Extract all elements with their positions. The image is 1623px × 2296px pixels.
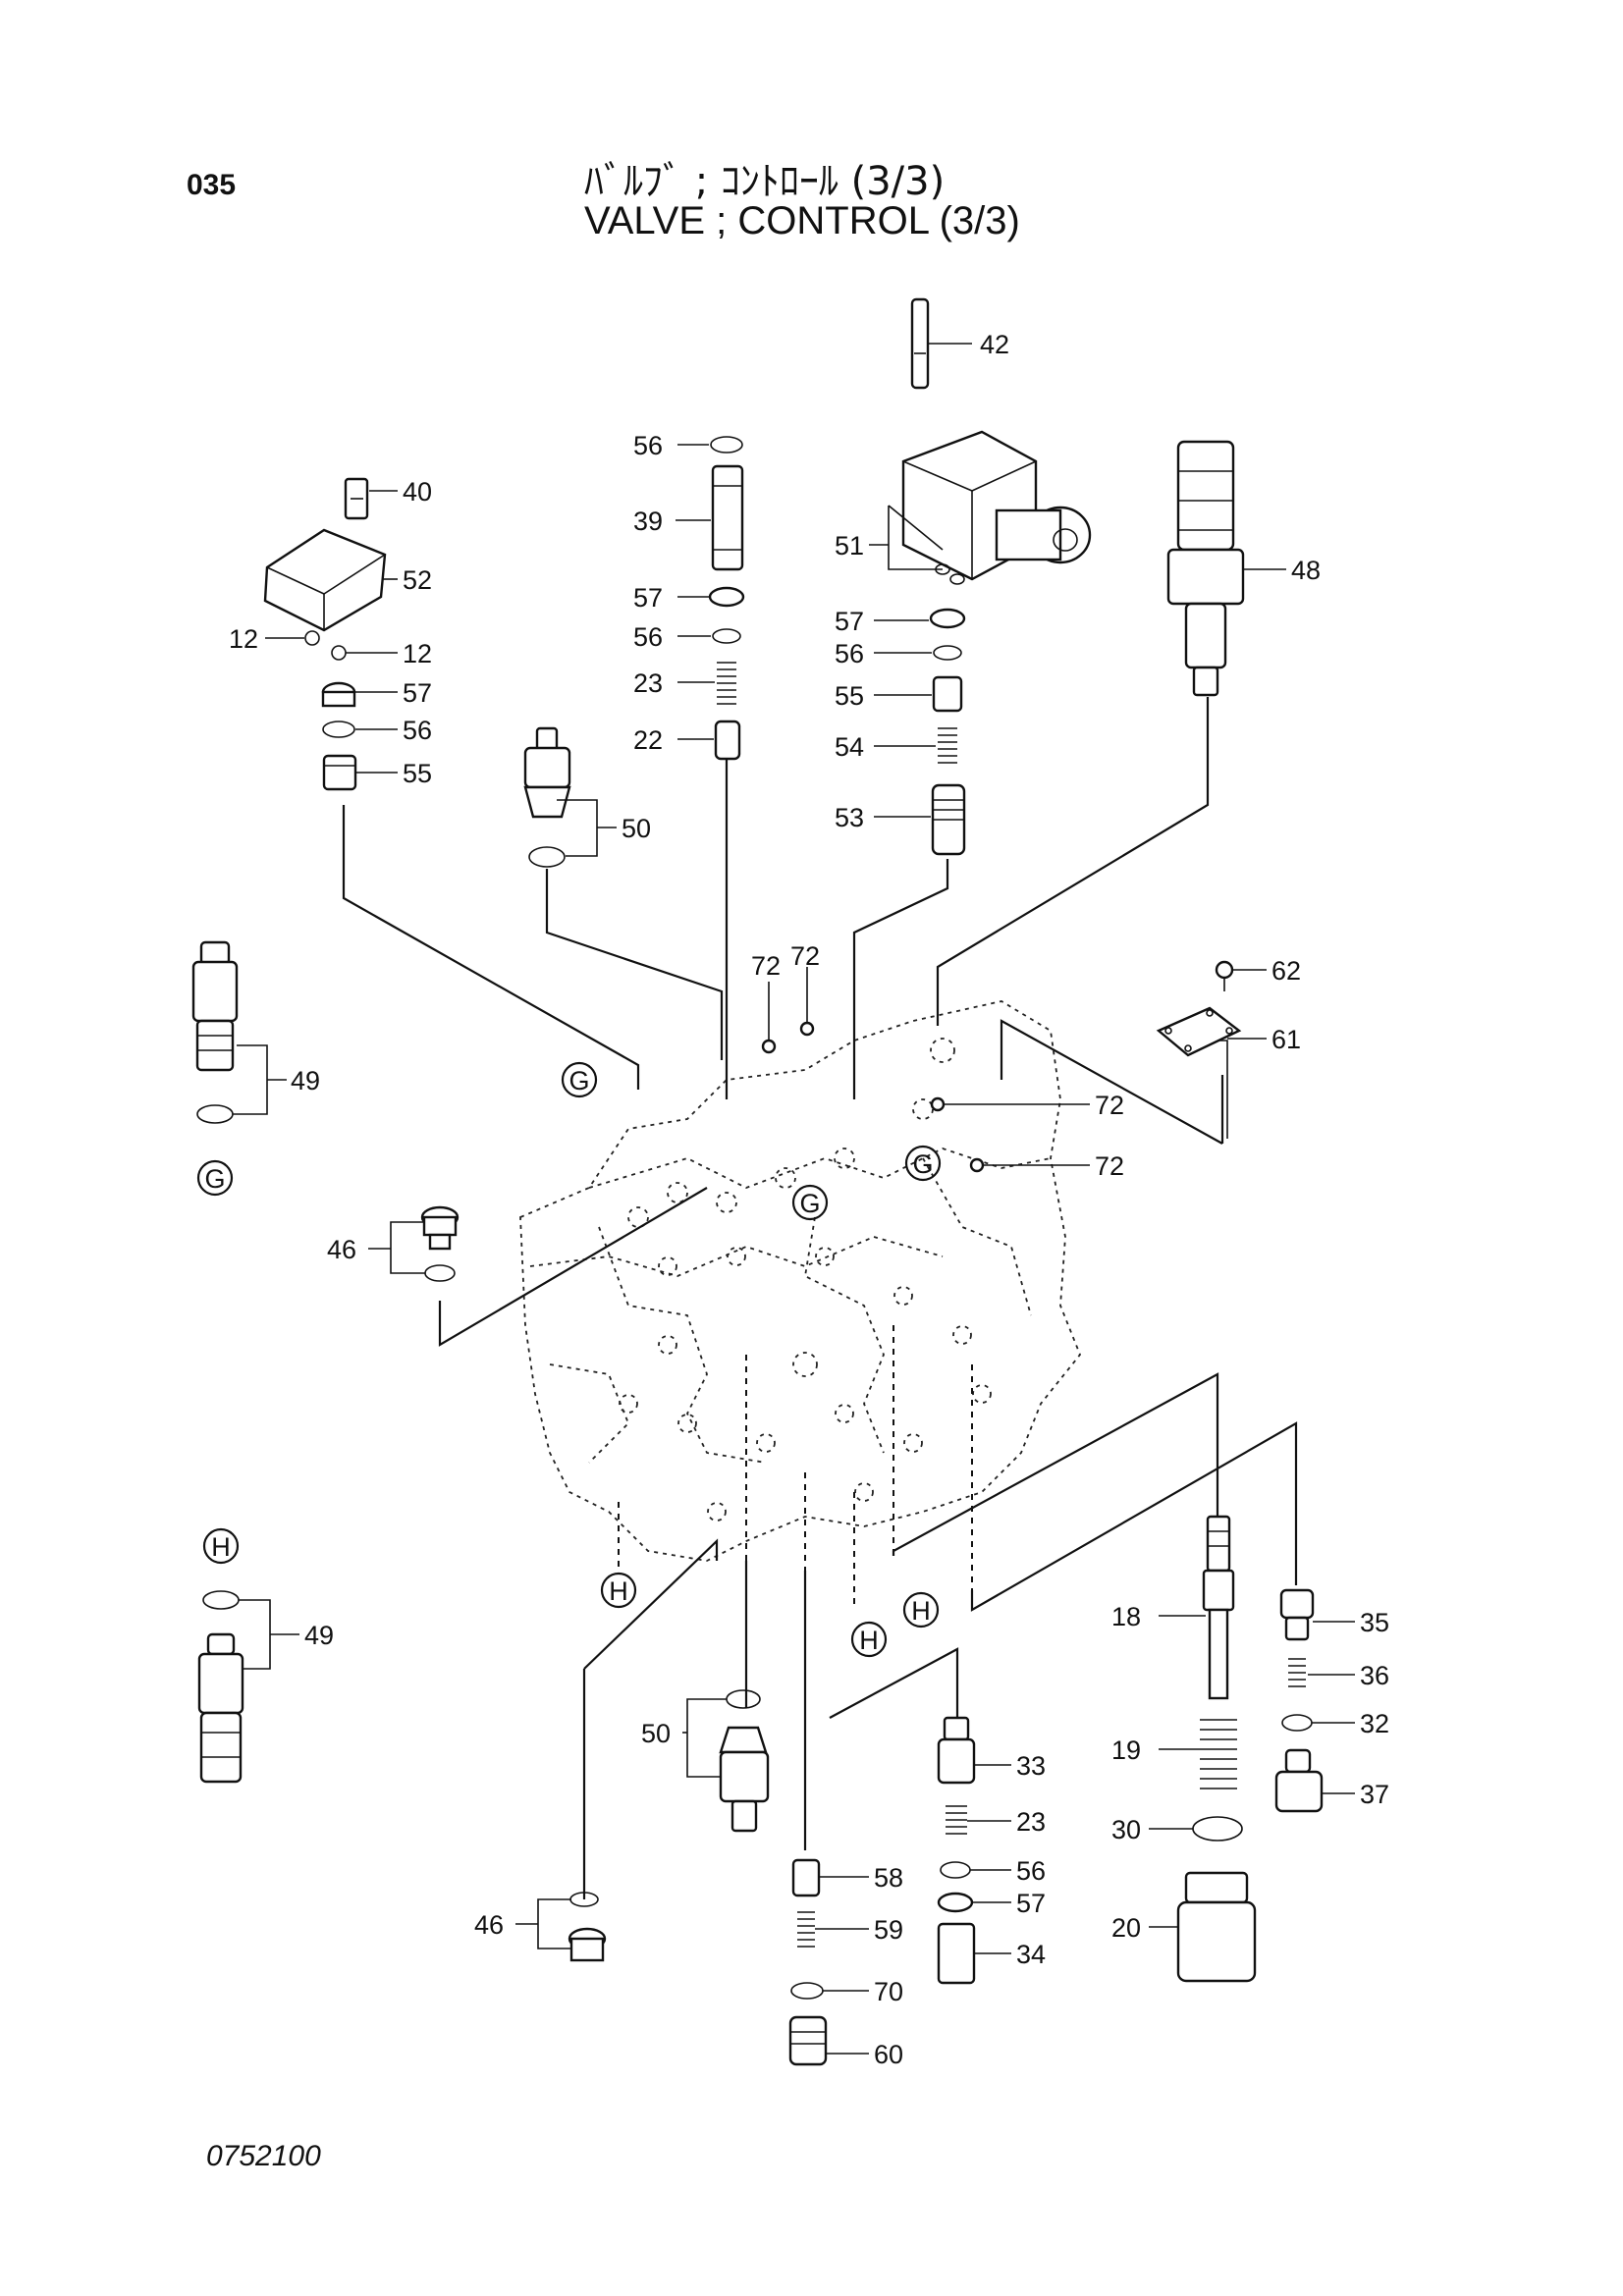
callout-55-b: 55: [835, 681, 864, 711]
plug-46-upper: [420, 1205, 460, 1282]
stack-58-60: [788, 1858, 828, 2066]
title-japanese: ﾊﾞﾙﾌﾞ ; ｺﾝﾄﾛｰﾙ (3/3): [584, 159, 946, 204]
callout-72-d: 72: [1095, 1151, 1124, 1181]
callout-56-c: 56: [403, 716, 432, 745]
callout-46-a: 46: [327, 1235, 356, 1264]
callout-58: 58: [874, 1863, 903, 1893]
callout-60: 60: [874, 2040, 903, 2069]
callout-56-e: 56: [1016, 1856, 1046, 1886]
hidden-leader-lines: [618, 1325, 973, 1610]
callout-20: 20: [1111, 1913, 1141, 1943]
page-number: 035: [187, 169, 237, 201]
callout-36: 36: [1360, 1661, 1389, 1690]
valve-50-upper: [523, 726, 571, 868]
callouts: 42 56 39 57 56 23 22 40 52 12 12 57 56 5…: [229, 330, 1389, 2069]
callout-12-b: 12: [403, 639, 432, 668]
callout-57-b: 57: [403, 678, 432, 708]
callout-72-b: 72: [790, 941, 820, 971]
callout-50-b: 50: [641, 1719, 671, 1748]
cover-plate-assembly: [263, 477, 387, 791]
callout-53: 53: [835, 803, 864, 832]
callout-34: 34: [1016, 1940, 1046, 1969]
stack-33-34: [937, 1716, 976, 1985]
callout-72-c: 72: [1095, 1091, 1124, 1120]
ref-h-2: H: [609, 1576, 628, 1606]
callout-56-b: 56: [633, 622, 663, 652]
spool-18-assembly: [1176, 1515, 1257, 1983]
callout-23-b: 23: [1016, 1807, 1046, 1837]
callout-52: 52: [403, 565, 432, 595]
drawing-code: 0752100: [206, 2140, 321, 2172]
callout-55-a: 55: [403, 759, 432, 788]
callout-62: 62: [1271, 956, 1301, 986]
spool-stack: [708, 436, 745, 761]
callout-51: 51: [835, 531, 864, 561]
callout-57-d: 57: [1016, 1889, 1046, 1918]
relief-block-assembly: [901, 297, 1092, 856]
stack-35-37: [1274, 1588, 1324, 1813]
ref-h-4: H: [859, 1626, 879, 1655]
callout-39: 39: [633, 507, 663, 536]
callout-42: 42: [980, 330, 1009, 359]
check-balls-72: [761, 1021, 985, 1173]
valve-50-lower: [719, 1689, 770, 1833]
reference-markers: G G G G H H H H: [196, 1061, 942, 1658]
callout-61: 61: [1271, 1025, 1301, 1054]
callout-50-a: 50: [622, 814, 651, 843]
valve-body: [519, 1000, 1082, 1562]
callout-30: 30: [1111, 1815, 1141, 1844]
callout-57-a: 57: [633, 583, 663, 613]
plug-46-lower: [568, 1892, 607, 1962]
ref-h-3: H: [911, 1596, 931, 1626]
leader-lines: [342, 697, 1298, 1899]
callout-72-a: 72: [751, 951, 781, 981]
callout-48: 48: [1291, 556, 1321, 585]
callout-46-b: 46: [474, 1910, 504, 1940]
callout-37: 37: [1360, 1780, 1389, 1809]
callout-57-c: 57: [835, 607, 864, 636]
ref-g-1: G: [568, 1066, 589, 1095]
callout-56-d: 56: [835, 639, 864, 668]
callout-32: 32: [1360, 1709, 1389, 1738]
valve-49-lower: [197, 1590, 244, 1784]
cartridge-valve-48: [1166, 440, 1245, 697]
callout-23-a: 23: [633, 668, 663, 698]
callout-18: 18: [1111, 1602, 1141, 1631]
callout-49-a: 49: [291, 1066, 320, 1095]
callout-40: 40: [403, 477, 432, 507]
callout-12-a: 12: [229, 624, 258, 654]
callout-49-b: 49: [304, 1621, 334, 1650]
ref-g-3: G: [799, 1189, 820, 1218]
callout-70: 70: [874, 1977, 903, 2006]
callout-35: 35: [1360, 1608, 1389, 1637]
ref-g-2: G: [912, 1149, 933, 1179]
title-english: VALVE ; CONTROL (3/3): [584, 199, 1020, 242]
callout-59: 59: [874, 1915, 903, 1945]
callout-22: 22: [633, 725, 663, 755]
callout-19: 19: [1111, 1735, 1141, 1765]
callout-33: 33: [1016, 1751, 1046, 1781]
ref-h-1: H: [211, 1532, 231, 1562]
cover-61: [1156, 960, 1242, 1057]
callout-56-a: 56: [633, 431, 663, 460]
valve-49-upper: [191, 940, 239, 1124]
ref-g-4: G: [204, 1164, 225, 1194]
callout-54: 54: [835, 732, 864, 762]
